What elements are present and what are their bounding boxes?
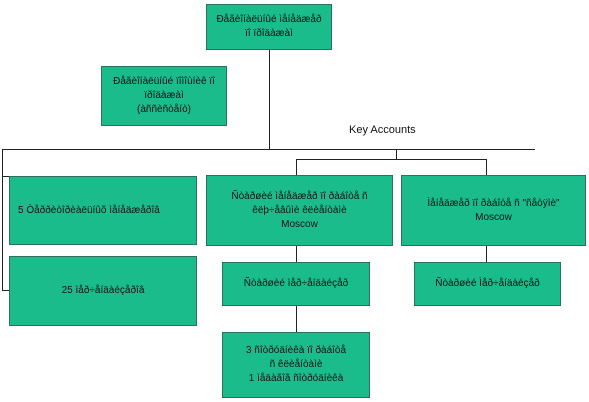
connector-special-rep bbox=[296, 159, 297, 175]
connector-assistant bbox=[269, 96, 270, 97]
key-accounts-label-text: Key Accounts bbox=[349, 124, 416, 136]
connector-network-to-merch bbox=[486, 246, 487, 262]
three-reps-text: 3 ñîòðóäíèêà ïî ðàáîòå ñ êëèåíòàìè 1 ìåä… bbox=[245, 345, 347, 384]
connector-main-horizontal bbox=[2, 149, 535, 150]
key-accounts-senior-node: Ñòàðøèé ìåíåäæåð ïî ðàáîòå ñ êëþ÷åâûìè ê… bbox=[206, 175, 393, 246]
connector-left-merch bbox=[2, 290, 10, 291]
network-merchandiser-node: Ñòàðøèé Ìåð÷åíäàéçåð bbox=[414, 262, 561, 306]
senior-merchandiser-node: Ñòàðøèé ìåð÷åíäàéçåð bbox=[222, 262, 370, 306]
territorial-managers-node: 5 Òåððèòîðèàëüíûõ ìåíåäæåðîâ bbox=[9, 176, 197, 245]
connector-root-down bbox=[269, 50, 270, 149]
root-node-text: Đåãèîíàëüíûé ìåíåäæåð ïî ïðîäàæàì bbox=[216, 14, 322, 39]
merchandisers-text: 25 ìåð÷åíäàéçåðîâ bbox=[61, 285, 145, 296]
connector-senior-to-three bbox=[296, 306, 297, 332]
regional-assistant-node: Ðåãèîíàëüíûé ïîìîùíèê ïî ïðîäàæàì (àññèñ… bbox=[101, 66, 227, 126]
connector-left-key-manager bbox=[2, 149, 3, 176]
connector-special-to-senior bbox=[296, 246, 297, 262]
root-node: Đåãèîíàëüíûé ìåíåäæåð ïî ïðîäàæàì bbox=[206, 4, 332, 50]
connector-key-accounts-horizontal bbox=[296, 159, 486, 160]
network-merchandiser-text: Ñòàðøèé Ìåð÷åíäàéçåð bbox=[435, 278, 540, 289]
connector-key-accounts-down bbox=[396, 149, 397, 159]
connector-network-manager bbox=[486, 159, 487, 175]
regional-assistant-text: Ðåãèîíàëüíûé ïîìîùíèê ïî ïðîäàæàì (àññèñ… bbox=[113, 76, 215, 115]
key-accounts-senior-text: Ñòàðøèé ìåíåäæåð ïî ðàáîòå ñ êëþ÷åâûìè ê… bbox=[231, 190, 368, 230]
key-accounts-label: Key Accounts bbox=[349, 124, 416, 136]
network-manager-node: Ìåíåäæåð ïî ðàáîòå ñ "ñåòÿìè" Moscow bbox=[401, 175, 586, 246]
network-manager-text: Ìåíåäæåð ïî ðàáîòå ñ "ñåòÿìè" Moscow bbox=[427, 197, 560, 223]
connector-left-key-manager-h bbox=[2, 176, 10, 177]
three-reps-node: 3 ñîòðóäíèêà ïî ðàáîòå ñ êëèåíòàìè 1 ìåä… bbox=[222, 332, 370, 398]
senior-merchandiser-text: Ñòàðøèé ìåð÷åíäàéçåð bbox=[243, 278, 349, 289]
connector-left-trunk bbox=[2, 149, 3, 290]
territorial-managers-text: 5 Òåððèòîðèàëüíûõ ìåíåäæåðîâ bbox=[18, 204, 160, 216]
merchandisers-node: 25 ìåð÷åíäàéçåðîâ bbox=[9, 256, 197, 326]
